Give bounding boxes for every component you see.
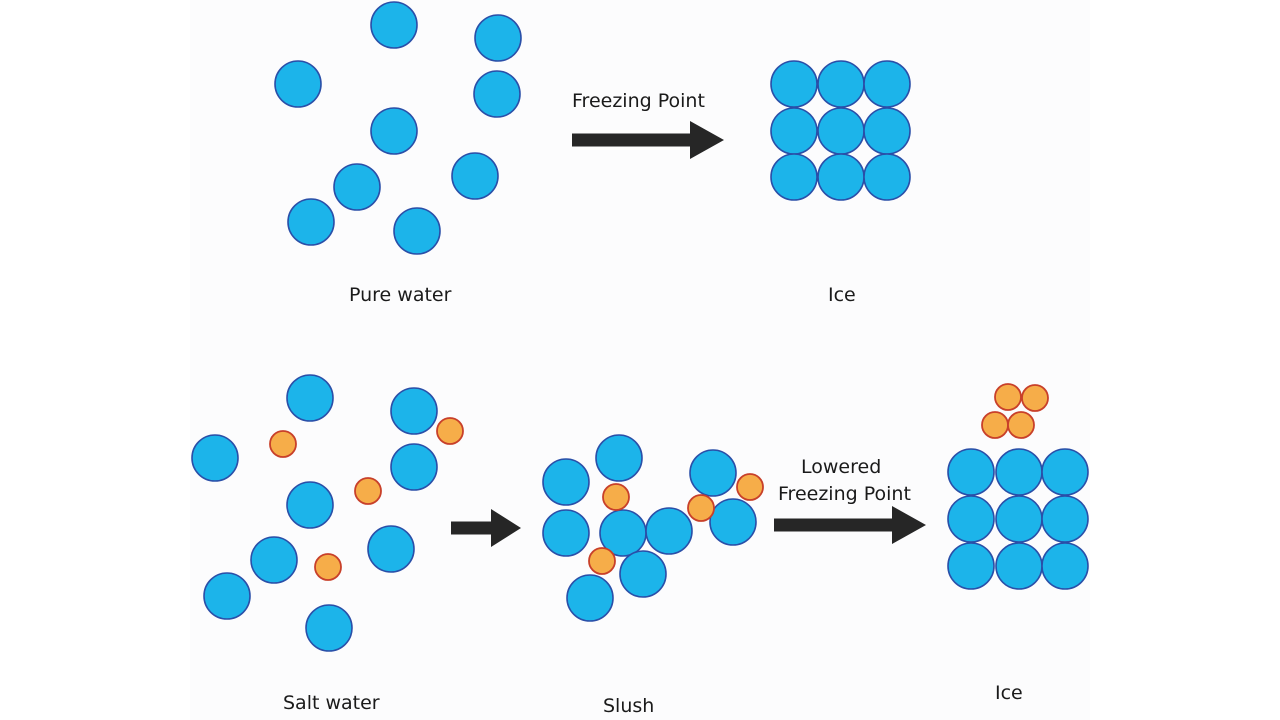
water-molecule <box>947 448 995 496</box>
water-molecule <box>863 153 911 201</box>
water-molecule <box>390 387 438 435</box>
water-molecule <box>619 550 667 598</box>
slush-molecules <box>542 434 764 622</box>
water-molecule <box>709 498 757 546</box>
water-molecule <box>947 495 995 543</box>
diagram-background <box>190 0 1090 720</box>
water-molecule <box>770 153 818 201</box>
label-ice-top: Ice <box>828 284 856 306</box>
water-molecule <box>1041 448 1089 496</box>
water-molecule <box>770 107 818 155</box>
label-lowered: Lowered <box>801 456 882 478</box>
water-molecule <box>566 574 614 622</box>
water-molecule <box>370 1 418 49</box>
water-molecule <box>286 374 334 422</box>
label-pure-water: Pure water <box>349 284 452 306</box>
salt-water-molecules <box>191 374 464 652</box>
water-molecule <box>473 70 521 118</box>
water-molecule <box>1041 495 1089 543</box>
pure-water-molecules <box>274 1 522 255</box>
water-molecule <box>863 60 911 108</box>
water-molecule <box>370 107 418 155</box>
water-molecule <box>191 434 239 482</box>
water-molecule <box>367 525 415 573</box>
water-molecule <box>451 152 499 200</box>
label-lowered-freezing-point: Freezing Point <box>778 483 911 505</box>
water-molecule <box>817 153 865 201</box>
water-molecule <box>390 443 438 491</box>
arrow-freezing <box>572 121 724 159</box>
water-molecule <box>947 542 995 590</box>
salt-ion <box>354 477 382 505</box>
water-molecule <box>863 107 911 155</box>
water-molecule <box>689 449 737 497</box>
salt-ion <box>436 417 464 445</box>
water-molecule <box>995 542 1043 590</box>
water-molecule <box>995 448 1043 496</box>
water-molecule <box>817 107 865 155</box>
water-molecule <box>474 14 522 62</box>
water-molecule <box>393 207 441 255</box>
water-molecule <box>817 60 865 108</box>
label-ice-bottom: Ice <box>995 682 1023 704</box>
salt-ion <box>981 411 1009 439</box>
water-molecule <box>542 509 590 557</box>
water-molecule <box>995 495 1043 543</box>
salt-ion <box>269 430 297 458</box>
label-slush: Slush <box>603 695 655 717</box>
water-molecule <box>645 507 693 555</box>
process-arrows <box>451 121 926 547</box>
label-salt-water: Salt water <box>283 692 380 714</box>
ice-lattice-top <box>770 60 911 201</box>
water-molecule <box>286 481 334 529</box>
water-molecule <box>250 536 298 584</box>
water-molecule <box>333 163 381 211</box>
water-molecule <box>770 60 818 108</box>
salt-ion <box>736 473 764 501</box>
salt-ion <box>588 547 616 575</box>
water-molecule <box>203 572 251 620</box>
salt-ion <box>994 383 1022 411</box>
salt-ion <box>602 483 630 511</box>
water-molecule <box>595 434 643 482</box>
water-molecule <box>542 458 590 506</box>
water-molecule <box>305 604 353 652</box>
salt-ion <box>1021 384 1049 412</box>
salt-ion <box>1007 411 1035 439</box>
water-molecule <box>274 60 322 108</box>
label-freezing-point: Freezing Point <box>572 90 705 112</box>
arrow-lowered-freezing <box>774 506 926 544</box>
salt-ion <box>314 553 342 581</box>
ice-lattice-bottom <box>947 383 1089 590</box>
arrow-to-slush <box>451 509 521 547</box>
water-molecule <box>1041 542 1089 590</box>
salt-ion <box>687 494 715 522</box>
water-molecule <box>287 198 335 246</box>
